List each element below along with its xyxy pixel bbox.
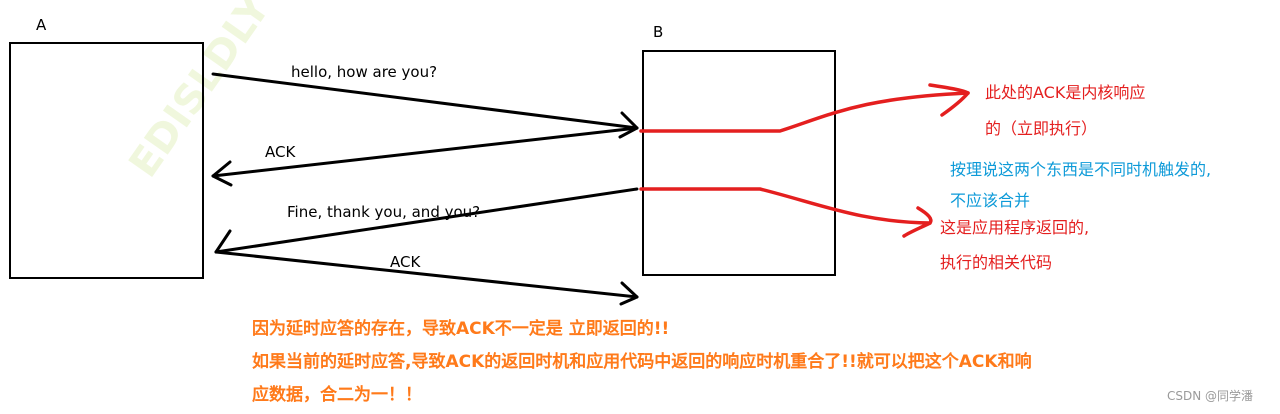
ack-message-1: ACK (265, 143, 296, 161)
app-return-note-line-2: 执行的相关代码 (940, 253, 1052, 272)
conclusion-line-2: 如果当前的延时应答,导致ACK的返回时机和应用代码中返回的响应时机重合了!!就可… (252, 351, 1032, 372)
hello-arrow (211, 72, 639, 139)
app-return-callout (639, 187, 933, 238)
app-return-note-line-1: 这是应用程序返回的, (940, 218, 1089, 237)
conclusion-line-1: 因为延时应答的存在，导致ACK不一定是 立即返回的!! (252, 318, 669, 339)
conclusion-line-3: 应数据，合二为一！！ (252, 384, 422, 405)
ack-arrow-1 (211, 126, 639, 187)
hello-message: hello, how are you? (291, 63, 437, 81)
watermark: EDISLDLY (121, 0, 280, 186)
host-a-label: A (36, 16, 47, 34)
fine-message: Fine, thank you, and you? (287, 203, 480, 221)
should-not-merge-note-line-2: 不应该合并 (950, 191, 1030, 210)
fine-arrow (214, 187, 639, 254)
kernel-ack-note-line-1: 此处的ACK是内核响应 (985, 83, 1145, 102)
csdn-footer: CSDN @同学潘 (1167, 388, 1253, 403)
ack-arrow-2 (214, 250, 639, 306)
host-b-label: B (653, 23, 663, 41)
host-a-box (9, 42, 204, 279)
host-b-box (642, 50, 836, 276)
ack-message-2: ACK (390, 253, 421, 271)
kernel-ack-note-line-2: 的（立即执行） (985, 119, 1097, 138)
kernel-ack-callout (639, 83, 970, 133)
should-not-merge-note-line-1: 按理说这两个东西是不同时机触发的, (950, 160, 1211, 179)
